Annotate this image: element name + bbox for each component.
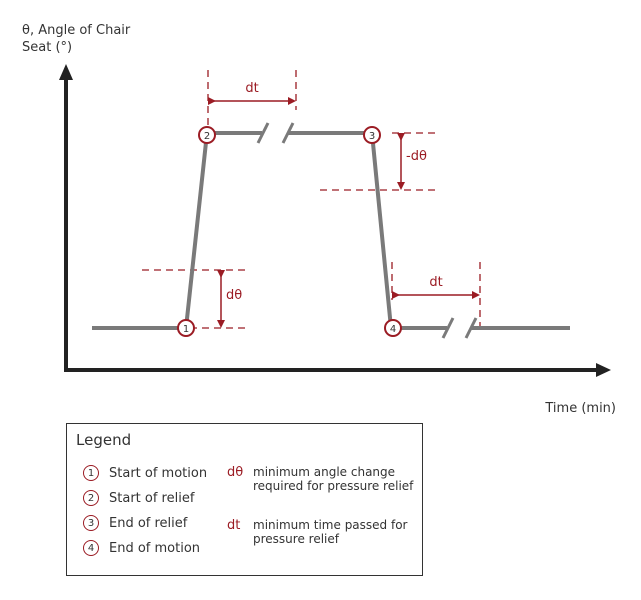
- legend-item-start-of-motion: 1 Start of motion: [83, 463, 207, 483]
- legend-label: Start of motion: [109, 465, 208, 481]
- point-marker-3: 3: [363, 126, 381, 144]
- legend-box: Legend 1 Start of motion 2 Start of reli…: [66, 423, 423, 576]
- legend-number-1: 1: [83, 465, 99, 481]
- legend-item-end-of-motion: 4 End of motion: [83, 538, 200, 558]
- legend-symbol-dtheta: dθ: [227, 465, 244, 480]
- dtheta-right-label: -dθ: [406, 149, 427, 164]
- legend-definition-text: minimum time passed for pressure relief: [253, 518, 408, 546]
- y-axis-title: θ, Angle of Chair Seat (°): [22, 23, 131, 55]
- legend-definition-text: minimum angle change required for pressu…: [253, 465, 414, 493]
- legend-definition-dtheta: dθ minimum angle change required for pre…: [227, 465, 423, 493]
- legend-item-start-of-relief: 2 Start of relief: [83, 488, 194, 508]
- legend-number-3: 3: [83, 515, 99, 531]
- point-marker-2: 2: [198, 126, 216, 144]
- dt-top-label: dt: [245, 81, 258, 96]
- legend-item-end-of-relief: 3 End of relief: [83, 513, 187, 533]
- legend-number-4: 4: [83, 540, 99, 556]
- point-marker-1: 1: [177, 319, 195, 337]
- legend-title: Legend: [76, 431, 132, 449]
- svg-text:4: 4: [390, 324, 396, 335]
- x-axis-title: Time (min): [545, 401, 616, 416]
- measurement-arrows: [208, 97, 480, 328]
- svg-text:1: 1: [183, 324, 189, 335]
- point-marker-4: 4: [384, 319, 402, 337]
- legend-label: Start of relief: [109, 490, 195, 506]
- svg-text:3: 3: [369, 131, 375, 142]
- x-axis-arrowhead: [596, 363, 611, 377]
- break-mark-bottom: [441, 317, 455, 339]
- break-mark-top: [256, 122, 270, 144]
- legend-label: End of relief: [109, 515, 188, 531]
- y-axis-arrowhead: [59, 64, 73, 80]
- dt-bottom-label: dt: [429, 275, 442, 290]
- svg-text:2: 2: [204, 131, 210, 142]
- legend-symbol-dt: dt: [227, 518, 241, 533]
- legend-number-2: 2: [83, 490, 99, 506]
- dtheta-left-label: dθ: [226, 288, 242, 303]
- angle-profile: [92, 122, 570, 339]
- legend-label: End of motion: [109, 540, 201, 556]
- legend-definition-dt: dt minimum time passed for pressure reli…: [227, 518, 423, 546]
